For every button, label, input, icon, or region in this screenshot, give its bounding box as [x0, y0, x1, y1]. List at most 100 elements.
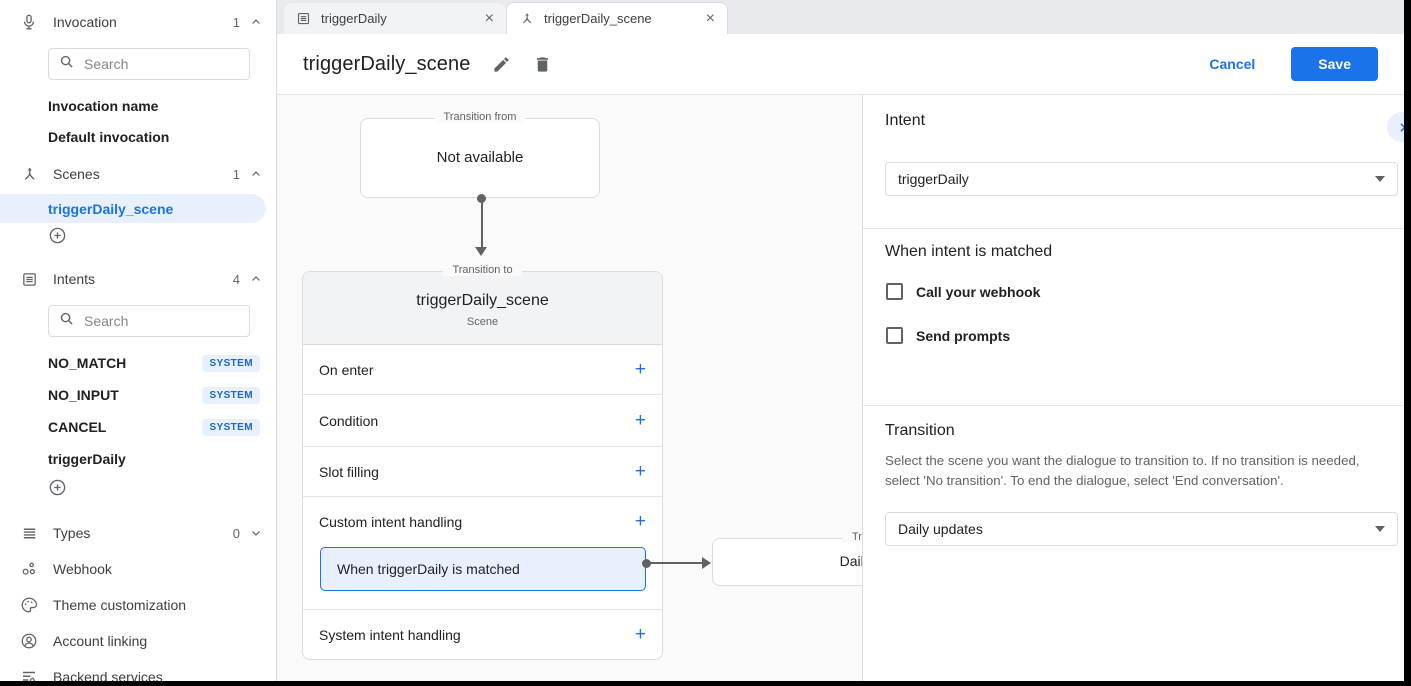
chevron-up-icon[interactable]: [250, 273, 262, 285]
dropdown-caret-icon: [1375, 176, 1385, 182]
scene-row-slot-filling[interactable]: Slot filling +: [303, 447, 662, 497]
invocation-search[interactable]: [48, 48, 250, 80]
system-badge: SYSTEM: [202, 418, 260, 436]
sidebar-section-scenes[interactable]: Scenes 1: [0, 158, 276, 190]
scene-node-subtitle: Scene: [466, 316, 499, 328]
connector-line: [649, 562, 702, 564]
connector-arrowhead: [475, 247, 487, 256]
intents-search[interactable]: [48, 305, 250, 337]
invocation-search-input[interactable]: [84, 56, 214, 72]
checkbox-unchecked[interactable]: [886, 327, 903, 344]
tab-triggerdaily[interactable]: triggerDaily ×: [284, 3, 506, 34]
sidebar-item-webhook[interactable]: Webhook: [0, 551, 276, 587]
transition-from-node[interactable]: Transition from Not available: [360, 111, 600, 198]
custom-intent-handling-row[interactable]: Custom intent handling +: [303, 497, 662, 547]
send-prompts-checkbox-row[interactable]: Send prompts: [886, 327, 1010, 344]
chevron-up-icon[interactable]: [250, 16, 262, 28]
intent-select[interactable]: triggerDaily: [885, 162, 1398, 196]
delete-icon[interactable]: [533, 55, 552, 74]
tab-triggerdaily-scene[interactable]: triggerDaily_scene ×: [506, 2, 728, 34]
intent-handler-selected[interactable]: When triggerDaily is matched: [320, 547, 646, 591]
section-label: Types: [53, 525, 91, 541]
tab-label: triggerDaily: [321, 11, 387, 26]
call-webhook-checkbox-row[interactable]: Call your webhook: [886, 283, 1040, 300]
checkbox-unchecked[interactable]: [886, 283, 903, 300]
page-title: triggerDaily_scene: [303, 52, 471, 75]
section-count: 1: [232, 14, 240, 30]
transition-from-value: Not available: [436, 149, 524, 166]
add-icon[interactable]: +: [634, 409, 646, 431]
sidebar-item-cancel[interactable]: CANCEL SYSTEM: [0, 411, 276, 443]
transition-description: Select the scene you want the dialogue t…: [885, 453, 1360, 488]
add-scene-button[interactable]: [0, 223, 276, 253]
scene-header: triggerDaily_scene Cancel Save: [277, 34, 1404, 95]
sidebar-item-triggerdaily-scene[interactable]: triggerDaily_scene: [0, 194, 266, 223]
row-label: Slot filling: [319, 463, 379, 480]
sidebar-item-no-input[interactable]: NO_INPUT SYSTEM: [0, 379, 276, 411]
add-icon[interactable]: +: [634, 511, 646, 532]
sidebar-item-backend-services[interactable]: Backend services: [0, 659, 276, 681]
transition-target-node[interactable]: Transition to Daily updates: [712, 531, 862, 586]
tab-label: triggerDaily_scene: [544, 11, 652, 26]
scene-row-condition[interactable]: Condition +: [303, 395, 662, 447]
sidebar-section-types[interactable]: Types 0: [0, 515, 276, 551]
section-count: 1: [232, 166, 240, 182]
intents-search-input[interactable]: [84, 313, 214, 329]
transition-target-value: Daily updates: [839, 553, 862, 569]
add-icon[interactable]: +: [634, 623, 646, 645]
scene-content: Transition from Not available Transition…: [277, 95, 1404, 681]
sidebar-section-intents[interactable]: Intents 4: [0, 263, 276, 295]
close-icon[interactable]: ×: [484, 9, 494, 27]
section-label: Intents: [53, 271, 96, 287]
add-icon[interactable]: +: [634, 460, 646, 482]
scene-row-on-enter[interactable]: On enter +: [303, 345, 662, 395]
intent-label: triggerDaily: [48, 451, 126, 467]
close-icon[interactable]: ×: [705, 9, 715, 27]
save-button[interactable]: Save: [1291, 47, 1378, 81]
connector-line: [480, 201, 483, 247]
palette-icon: [18, 594, 40, 616]
add-intent-button[interactable]: [0, 475, 276, 505]
scene-diagram-canvas[interactable]: Transition from Not available Transition…: [277, 95, 862, 681]
transition-select-value: Daily updates: [898, 521, 983, 537]
checkbox-label: Call your webhook: [916, 283, 1041, 300]
item-label: Webhook: [53, 561, 112, 577]
intent-label: NO_INPUT: [48, 387, 119, 403]
dropdown-caret-icon: [1375, 526, 1385, 532]
search-icon: [59, 54, 74, 74]
item-label: Backend services: [53, 669, 163, 681]
handler-label: When triggerDaily is matched: [337, 561, 520, 577]
system-badge: SYSTEM: [202, 386, 260, 404]
intent-label: NO_MATCH: [48, 355, 127, 371]
sidebar-item-account-linking[interactable]: Account linking: [0, 623, 276, 659]
add-icon[interactable]: +: [634, 358, 646, 380]
when-matched-heading: When intent is matched: [885, 243, 1053, 260]
sidebar-item-invocation-name[interactable]: Invocation name: [48, 97, 159, 114]
scene-row-system-intent-handling[interactable]: System intent handling +: [303, 610, 662, 659]
row-label: Condition: [319, 412, 379, 429]
node-legend: Transition to: [713, 531, 862, 543]
scene-row-custom-intent-handling: Custom intent handling + When triggerDai…: [303, 497, 662, 610]
chevron-up-icon[interactable]: [250, 168, 262, 180]
scene-node-header: triggerDaily_scene Scene: [303, 272, 662, 345]
sidebar-item-theme-customization[interactable]: Theme customization: [0, 587, 276, 623]
chevron-down-icon[interactable]: [250, 527, 262, 539]
intent-select-value: triggerDaily: [898, 171, 969, 187]
sidebar-item-no-match[interactable]: NO_MATCH SYSTEM: [0, 347, 276, 379]
microphone-icon: [18, 11, 40, 33]
sidebar-item-triggerdaily[interactable]: triggerDaily: [0, 443, 276, 475]
cancel-button[interactable]: Cancel: [1209, 56, 1256, 72]
transition-select[interactable]: Daily updates: [885, 512, 1398, 546]
checkbox-label: Send prompts: [916, 327, 1011, 344]
connector-dot: [477, 194, 486, 203]
scene-node-card[interactable]: Transition to triggerDaily_scene Scene O…: [302, 264, 663, 660]
sidebar-item-default-invocation[interactable]: Default invocation: [48, 128, 170, 145]
item-label: Theme customization: [53, 597, 187, 613]
section-count: 0: [232, 525, 240, 541]
collapse-panel-button[interactable]: [1387, 112, 1404, 142]
edit-icon[interactable]: [492, 55, 511, 74]
sidebar-section-invocation[interactable]: Invocation 1: [0, 6, 276, 38]
connector-dot: [642, 558, 651, 568]
